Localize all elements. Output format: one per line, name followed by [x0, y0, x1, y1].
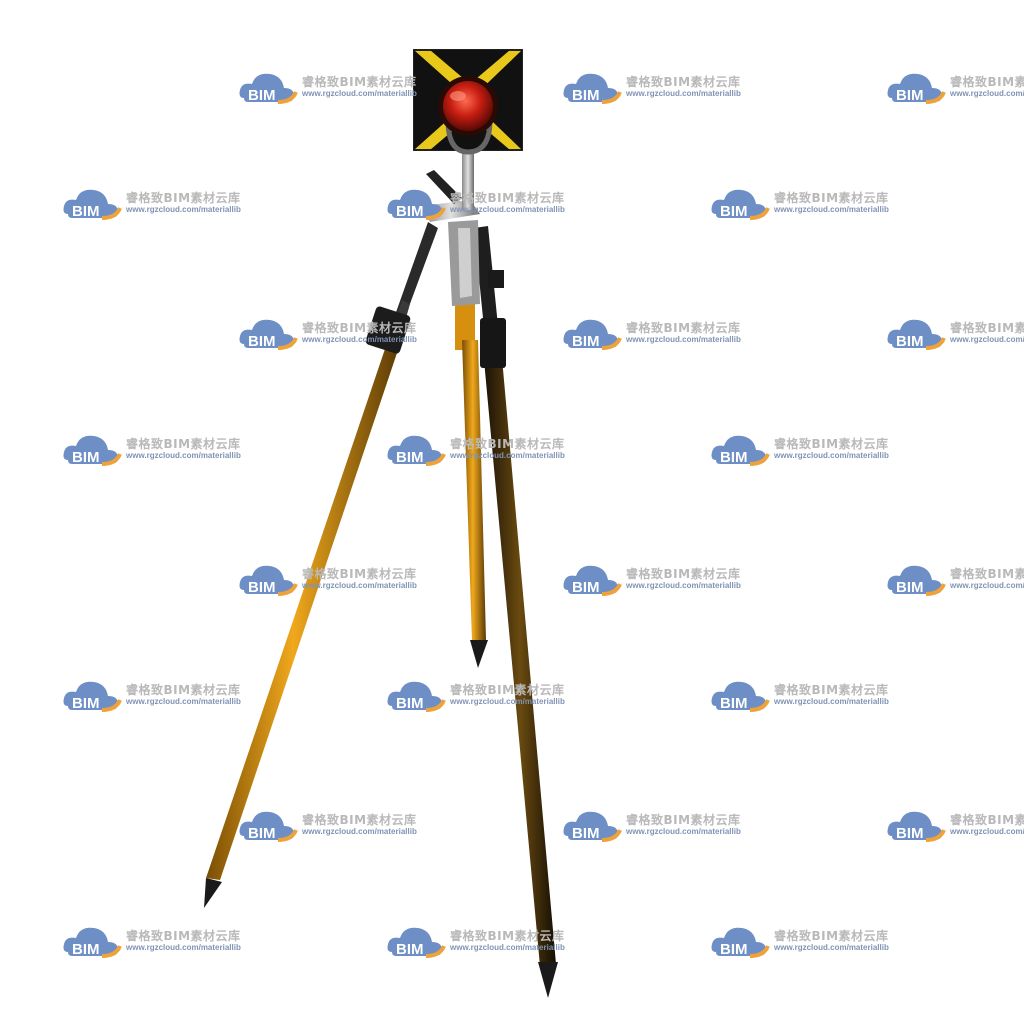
prism-target — [413, 49, 523, 155]
tripod-leg-center — [455, 300, 488, 668]
prism-pole — [462, 150, 474, 210]
tripod-leg-right — [474, 226, 558, 998]
tripod-leg-left — [204, 222, 438, 908]
